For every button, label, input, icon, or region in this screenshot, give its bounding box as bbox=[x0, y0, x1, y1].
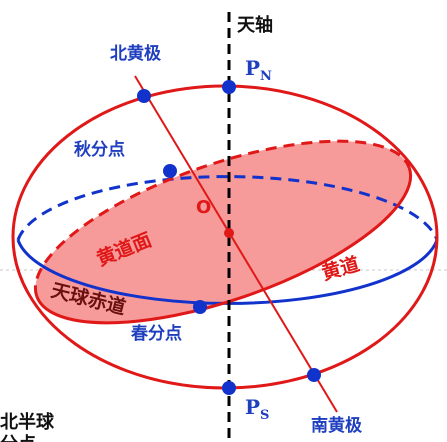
north-celestial-pole-point bbox=[222, 80, 236, 94]
ecliptic-outline bbox=[33, 139, 413, 325]
south-celestial-pole-label: PS bbox=[245, 395, 269, 423]
center-point bbox=[224, 228, 234, 238]
celestial-equator-back bbox=[16, 175, 439, 241]
south-ecliptic-pole-label: 南黄极 bbox=[311, 415, 362, 436]
north-celestial-pole-subscript: N bbox=[260, 69, 272, 84]
ecliptic-axis bbox=[134, 75, 338, 413]
center-label: O bbox=[196, 197, 211, 218]
south-celestial-pole-subscript: S bbox=[260, 408, 269, 423]
spring-equinox-point bbox=[193, 300, 207, 314]
south-celestial-pole-letter: P bbox=[245, 395, 260, 419]
south-ecliptic-pole-point bbox=[307, 368, 321, 382]
ecliptic-front bbox=[35, 167, 413, 325]
autumn-equinox-point bbox=[163, 164, 177, 178]
north-celestial-pole-letter: P bbox=[245, 56, 260, 80]
autumn-equinox-label: 秋分点 bbox=[74, 139, 125, 160]
axis-label: 天轴 bbox=[237, 14, 273, 36]
corner-label-line1: 北半球 bbox=[0, 411, 55, 433]
north-ecliptic-pole-point bbox=[137, 89, 151, 103]
north-ecliptic-pole-label: 北黄极 bbox=[110, 43, 161, 64]
north-celestial-pole-label: PN bbox=[245, 56, 272, 84]
ecliptic-plane-fill bbox=[35, 141, 411, 323]
south-celestial-pole-point bbox=[222, 381, 236, 395]
spring-equinox-label: 春分点 bbox=[131, 323, 182, 344]
corner-label-line2: 分点 bbox=[0, 433, 36, 442]
ecliptic-back bbox=[33, 139, 411, 297]
